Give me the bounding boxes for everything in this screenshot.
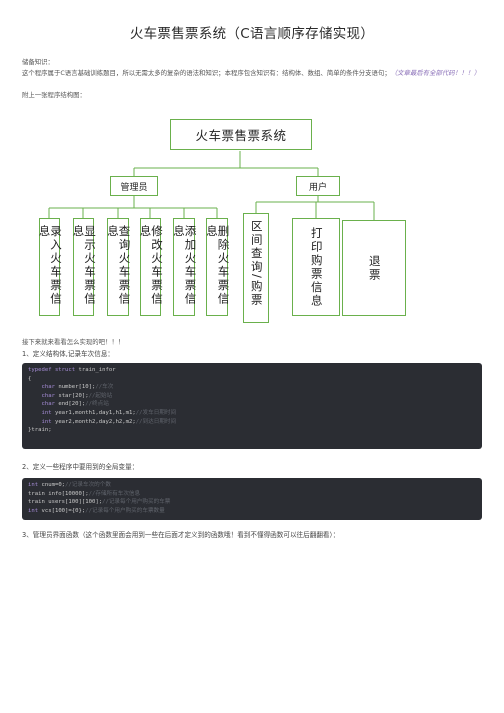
admin-item-display: 显示火车票信息	[72, 218, 97, 316]
code-line: train users[100][100];//记录每个用户购买的车票	[28, 499, 171, 506]
code-line: char number[10];//车次	[28, 384, 114, 391]
admin-item-delete: 删除火车票信息	[205, 218, 231, 316]
code-line: int year2,month2,day2,h2,m2;//到达日期时间	[28, 418, 177, 425]
admin-item-add: 添加火车票信息	[172, 218, 198, 316]
code-line: int cnum=0;//记录车次的个数	[28, 482, 111, 488]
section1-heading: 1、定义结构体,记录车次信息：	[22, 350, 115, 358]
code-block-struct: typedef struct train_infor { char number…	[22, 363, 482, 449]
intro-paragraph: 这个程序属于C语言基础训练题目，所以无需太多的复杂的语法和知识；本程序包含知识有…	[22, 68, 482, 79]
root-node: 火车票售票系统	[170, 119, 312, 150]
page-title: 火车票售票系统（C语言顺序存储实现）	[129, 26, 375, 42]
user-item-refund: 退票	[342, 220, 406, 316]
structure-diagram: 火车票售票系统 管理员 用户 录入火车票信息 显示火车票信息 查询火车票信息 修…	[36, 116, 470, 328]
user-item-interval-query: 区间查询/购票	[243, 213, 269, 323]
user-item-print: 打印购票信息	[292, 218, 340, 316]
user-node: 用户	[296, 176, 340, 196]
intro-emphasis: （文章最后有全部代码！！！）	[390, 69, 481, 77]
code-line: int year1,month1,day1,h1,m1;//发车日期时间	[28, 409, 177, 416]
code-line: int vcs[100]={0};//记录每个用户购买的车票数量	[28, 507, 165, 514]
code-block-globals: int cnum=0;//记录车次的个数 train info[10000];/…	[22, 478, 482, 520]
structure-line: 附上一张程序结构图：	[22, 91, 86, 99]
diagram-connectors	[48, 151, 375, 220]
admin-node: 管理员	[110, 176, 158, 196]
admin-item-query: 查询火车票信息	[106, 218, 132, 316]
admin-item-modify: 修改火车票信息	[139, 218, 164, 316]
code-line: }train;	[28, 427, 52, 434]
admin-item-input: 录入火车票信息	[38, 218, 63, 316]
code-line: char star[20];//起始站	[28, 392, 113, 399]
section3-heading: 3、管理员界面函数（这个函数里面会用到一些在后面才定义到的函数哦！看到不懂得函数…	[22, 531, 340, 539]
code-line: {	[28, 375, 32, 382]
section2-heading: 2、定义一些程序中要用到的全局变量：	[22, 463, 139, 471]
code-line: char end[20];//终点站	[28, 401, 109, 408]
code-line: typedef struct train_infor	[28, 367, 116, 373]
knowledge-label: 储备知识：	[22, 58, 54, 66]
section-intro: 接下来就来看看怎么实现的吧！！！	[22, 338, 125, 346]
code-line: train info[10000];//存储所有车次信息	[28, 490, 141, 497]
intro-text: 这个程序属于C语言基础训练题目，所以无需太多的复杂的语法和知识；本程序包含知识有…	[22, 69, 391, 77]
